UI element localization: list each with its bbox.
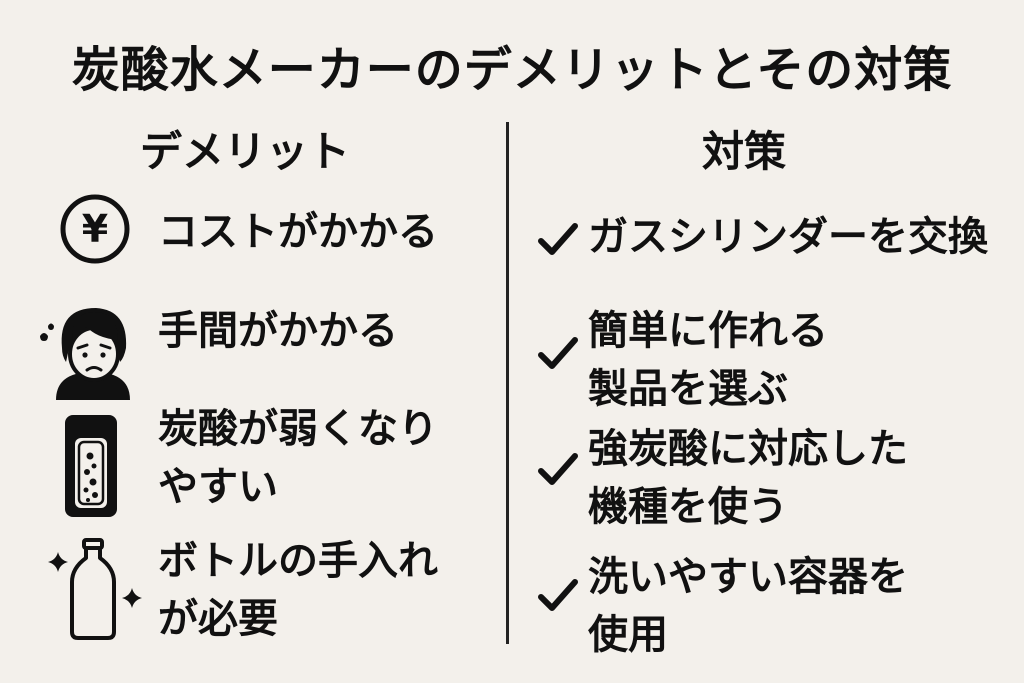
column-divider: [506, 122, 509, 644]
demerit-weak-carbonation: 炭酸が弱くなり やすい: [158, 400, 438, 516]
carbonated-bottle-icon: [62, 412, 120, 520]
demerit-effort-line1: 手間がかかる: [158, 308, 398, 354]
solution-strong-carbonation-line1: 強炭酸に対応した: [588, 426, 908, 472]
yen-coin-icon: ¥: [58, 192, 132, 266]
solution-replace-cylinder: ガスシリンダーを交換: [588, 208, 988, 266]
demerit-cost-line1: コストがかかる: [158, 209, 438, 255]
demerit-bottle-care-line1: ボトルの手入れ: [158, 538, 438, 584]
sparkling-bottle-icon: [44, 536, 148, 640]
solution-easy-product-line1: 簡単に作れる: [588, 308, 828, 354]
solutions-header: 対策: [702, 127, 787, 176]
page-title: 炭酸水メーカーのデメリットとその対策: [71, 42, 953, 98]
svg-text:¥: ¥: [82, 207, 108, 251]
demerit-effort: 手間がかかる: [158, 302, 398, 360]
solution-replace-cylinder-line1: ガスシリンダーを交換: [588, 214, 988, 260]
demerit-weak-carbonation-line2: やすい: [158, 464, 278, 510]
checkmark-icon: [538, 452, 578, 488]
checkmark-icon: [538, 336, 578, 372]
worried-person-icon: [34, 296, 142, 400]
solution-easy-wash-container: 洗いやすい容器を 使用: [588, 548, 908, 664]
demerit-cost: コストがかかる: [158, 203, 438, 261]
solution-easy-wash-container-line1: 洗いやすい容器を: [588, 554, 908, 600]
demerit-bottle-care: ボトルの手入れ が必要: [158, 532, 438, 648]
solution-easy-product-line2: 製品を選ぶ: [588, 366, 788, 412]
demerits-header: デメリット: [140, 127, 351, 176]
solution-easy-wash-container-line2: 使用: [588, 612, 668, 658]
solution-strong-carbonation: 強炭酸に対応した 機種を使う: [588, 420, 908, 536]
checkmark-icon: [538, 578, 578, 614]
demerit-weak-carbonation-line1: 炭酸が弱くなり: [158, 406, 438, 452]
checkmark-icon: [538, 222, 578, 258]
solution-strong-carbonation-line2: 機種を使う: [588, 484, 788, 530]
demerit-bottle-care-line2: が必要: [158, 596, 278, 642]
solution-easy-product: 簡単に作れる 製品を選ぶ: [588, 302, 828, 418]
